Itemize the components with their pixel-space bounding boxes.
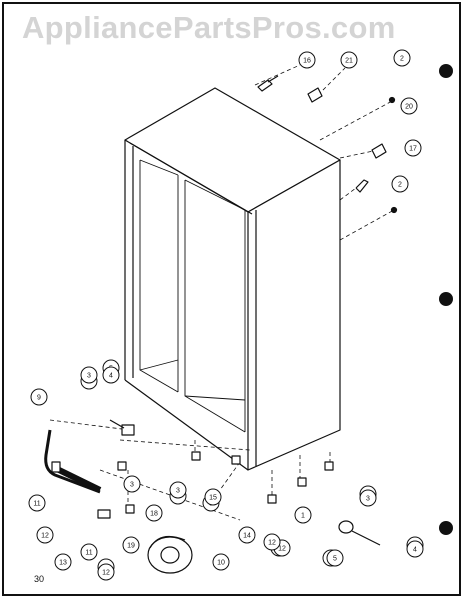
callout-circle xyxy=(122,536,140,554)
callout-3: 3 xyxy=(80,366,98,384)
page-border xyxy=(2,2,461,596)
page-number: 30 xyxy=(34,574,45,584)
callout-circle xyxy=(326,549,344,567)
callout-circle xyxy=(54,553,72,571)
roller-small-part xyxy=(338,520,381,546)
callout-number: 12 xyxy=(268,540,276,547)
callout-number: 19 xyxy=(127,543,135,550)
callout-21: 21 xyxy=(340,51,358,69)
callout-9: 9 xyxy=(30,388,48,406)
callout-5: 5 xyxy=(326,549,344,567)
bushing-part-right xyxy=(371,143,387,159)
callout-number: 10 xyxy=(217,560,225,567)
callout-number: 1 xyxy=(301,513,305,520)
callout-16: 16 xyxy=(298,51,316,69)
callout-12: 12 xyxy=(97,563,115,581)
cabinet-interior xyxy=(139,159,246,433)
callout-4: 4 xyxy=(406,540,424,558)
callout-circle xyxy=(238,526,256,544)
callout-2: 2 xyxy=(391,175,409,193)
valve-part xyxy=(109,419,135,436)
callout-number: 4 xyxy=(413,547,417,554)
cabinet-shell xyxy=(124,87,341,471)
callout-circle xyxy=(294,506,312,524)
callout-group: 1621220172912111213111219181065335511412… xyxy=(28,49,424,581)
drain-tube-part xyxy=(44,429,111,519)
callout-circle xyxy=(145,504,163,522)
callout-circle xyxy=(391,175,409,193)
callout-number: 12 xyxy=(102,570,110,577)
watermark-logo: AppliancePartsPros.com xyxy=(22,10,396,45)
callout-number: 13 xyxy=(59,560,67,567)
callout-number: 9 xyxy=(37,395,41,402)
callout-12: 12 xyxy=(36,526,54,544)
callout-11: 11 xyxy=(28,494,46,512)
callout-circle xyxy=(123,475,141,493)
callout-number: 4 xyxy=(109,373,113,380)
callout-circle xyxy=(400,97,418,115)
callout-10: 10 xyxy=(212,553,230,571)
callout-20: 20 xyxy=(400,97,418,115)
caster-roller-part xyxy=(147,535,193,574)
callout-number: 16 xyxy=(303,58,311,65)
callout-circle xyxy=(204,488,222,506)
callout-3: 3 xyxy=(359,489,377,507)
callout-1: 1 xyxy=(294,506,312,524)
callout-circle xyxy=(298,51,316,69)
callout-number: 15 xyxy=(209,495,217,502)
callout-number: 20 xyxy=(405,104,413,111)
screw-part-lower xyxy=(390,206,398,214)
callout-number: 3 xyxy=(130,482,134,489)
callout-circle xyxy=(263,533,281,551)
callout-2: 2 xyxy=(393,49,411,67)
callout-14: 14 xyxy=(238,526,256,544)
callout-number: 5 xyxy=(333,556,337,563)
callout-18: 18 xyxy=(145,504,163,522)
callout-17: 17 xyxy=(404,139,422,157)
callout-12: 12 xyxy=(263,533,281,551)
hinge-pin-part xyxy=(257,75,279,92)
callout-number: 11 xyxy=(33,501,40,508)
callout-number: 12 xyxy=(41,533,49,540)
callout-19: 19 xyxy=(122,536,140,554)
callout-circle xyxy=(393,49,411,67)
callout-number: 3 xyxy=(176,488,180,495)
callout-circle xyxy=(212,553,230,571)
callout-circle xyxy=(36,526,54,544)
hole-punches xyxy=(439,64,453,535)
callout-circle xyxy=(340,51,358,69)
callout-number: 2 xyxy=(398,182,402,189)
callout-number: 3 xyxy=(366,496,370,503)
bracket-part xyxy=(355,179,369,193)
callout-number: 14 xyxy=(243,533,251,540)
callout-3: 3 xyxy=(169,481,187,499)
callout-number: 11 xyxy=(85,550,92,557)
callout-circle xyxy=(102,366,120,384)
callout-3: 3 xyxy=(123,475,141,493)
callout-circle xyxy=(80,366,98,384)
callout-circle xyxy=(30,388,48,406)
callout-circle xyxy=(359,489,377,507)
callout-number: 2 xyxy=(400,56,404,63)
callout-circle xyxy=(404,139,422,157)
callout-circle xyxy=(169,481,187,499)
callout-15: 15 xyxy=(204,488,222,506)
bushing-part xyxy=(307,87,323,103)
callout-number: 17 xyxy=(409,146,417,153)
callout-number: 21 xyxy=(345,58,353,65)
callout-number: 3 xyxy=(87,373,91,380)
screw-part xyxy=(388,96,396,104)
callout-number: 12 xyxy=(278,546,286,553)
callout-circle xyxy=(28,494,46,512)
callout-circle xyxy=(97,563,115,581)
callout-4: 4 xyxy=(102,366,120,384)
callout-13: 13 xyxy=(54,553,72,571)
callout-number: 18 xyxy=(150,511,158,518)
callout-11: 11 xyxy=(80,543,98,561)
callout-circle xyxy=(80,543,98,561)
callout-circle xyxy=(406,540,424,558)
leveling-legs xyxy=(117,451,334,514)
